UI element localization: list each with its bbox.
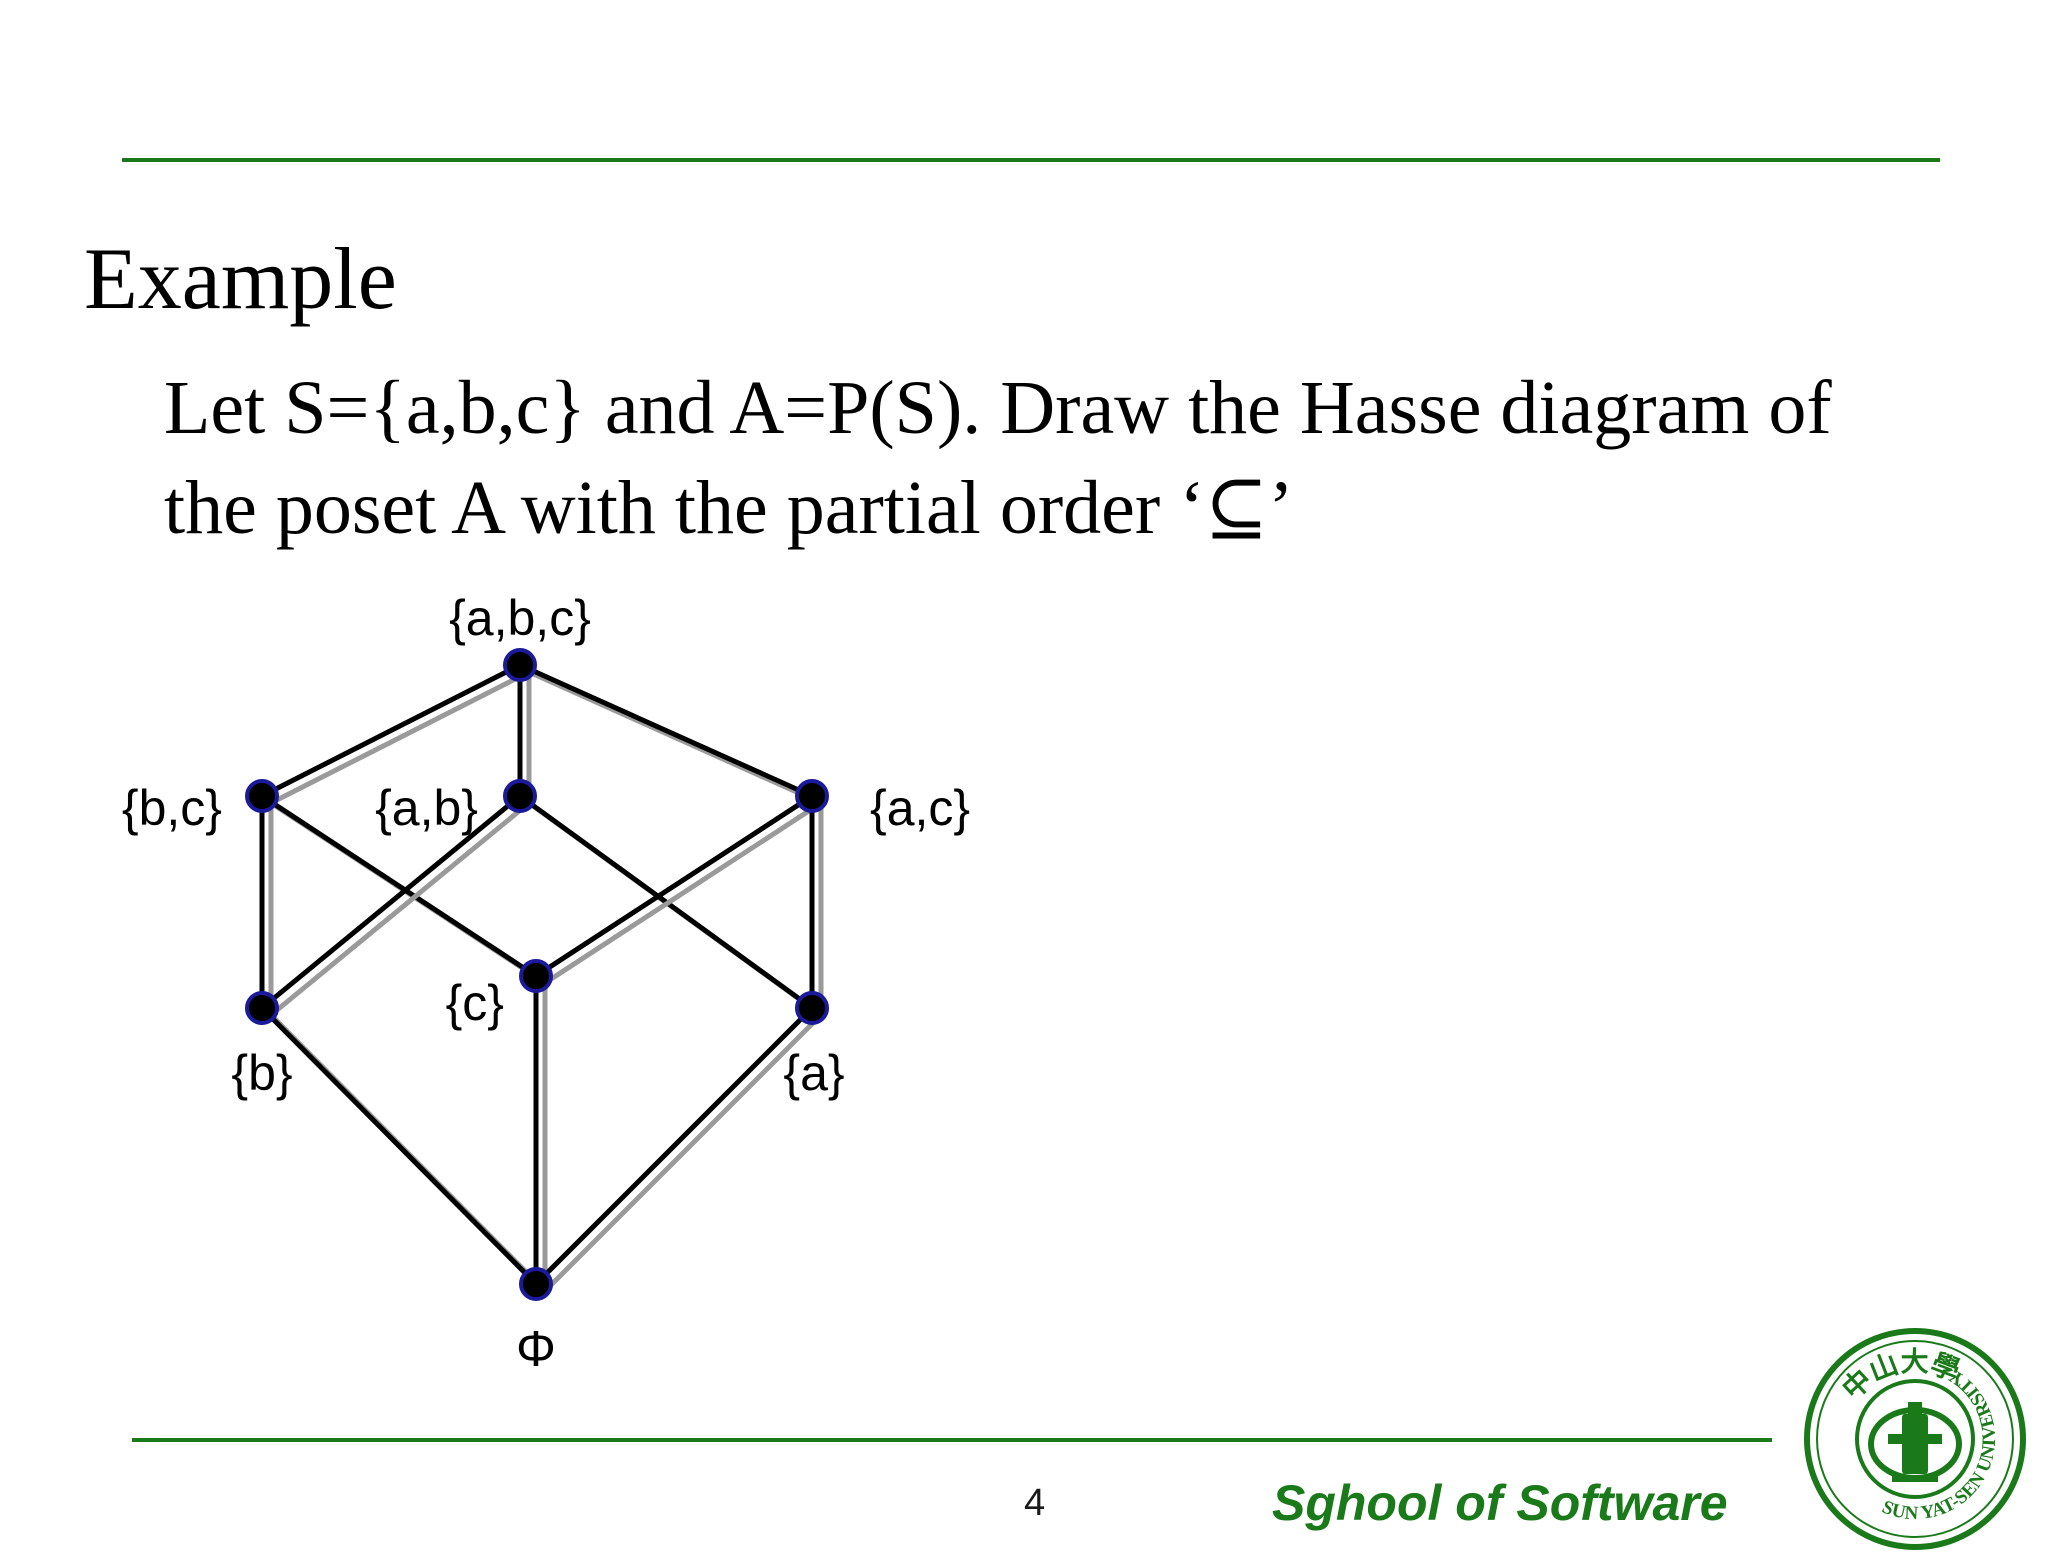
node-label-ab: {a,b}: [375, 780, 478, 836]
edge-a-empty: [534, 1006, 814, 1286]
edge-abc-ac: [518, 662, 814, 799]
edge-shadow-a-empty: [543, 1013, 823, 1293]
node-label-a: {a}: [783, 1045, 844, 1101]
bottom-divider: [132, 1438, 1772, 1442]
node-b: [245, 991, 279, 1025]
node-bc: [245, 779, 279, 813]
node-label-b: {b}: [231, 1045, 292, 1101]
node-empty: [519, 1267, 553, 1301]
seal-building-emblem: [1868, 1402, 1962, 1482]
node-label-c: {c}: [446, 975, 504, 1031]
edge-shadow-ab-b: [269, 801, 531, 1017]
node-ac: [795, 779, 829, 813]
edge-bc-c: [260, 793, 538, 979]
node-a: [795, 991, 829, 1025]
page-number: 4: [1024, 1482, 1046, 1524]
top-divider: [122, 158, 1940, 162]
node-ab: [503, 779, 537, 813]
node-label-abc: {a,b,c}: [449, 590, 591, 646]
edge-shadow-abc-bc: [269, 669, 531, 806]
node-label-bc: {b,c}: [122, 780, 222, 836]
edge-b-empty: [260, 1006, 538, 1286]
node-label-empty: Φ: [516, 1321, 556, 1377]
edge-abc-bc: [260, 662, 522, 799]
node-c: [519, 959, 553, 993]
edge-ab-b: [260, 794, 522, 1010]
seal-top-text: 中山大學: [1836, 1345, 1965, 1406]
problem-statement-line-2: the poset A with the partial order ‘⊆’: [164, 466, 1294, 550]
edge-ac-c: [534, 793, 814, 979]
edge-shadow-ac-c: [543, 800, 823, 986]
problem-statement-line-1: Let S={a,b,c} and A=P(S). Draw the Hasse…: [164, 366, 1832, 450]
slide-title: Example: [84, 231, 397, 328]
seal-ring-text: SUN YAT-SEN UNIVERSITY: [1879, 1365, 2000, 1524]
edge-shadow-abc-ac: [527, 669, 823, 806]
footer-school-name: Sghool of Software: [1272, 1475, 1728, 1531]
node-abc: [503, 648, 537, 682]
university-seal-logo: SUN YAT-SEN UNIVERSITY 中山大學: [1804, 1328, 2026, 1550]
node-label-ac: {a,c}: [870, 780, 970, 836]
hasse-diagram: {a,b,c} {b,c} {a,b} {a,c} {c} {b} {a} Φ: [122, 590, 970, 1377]
